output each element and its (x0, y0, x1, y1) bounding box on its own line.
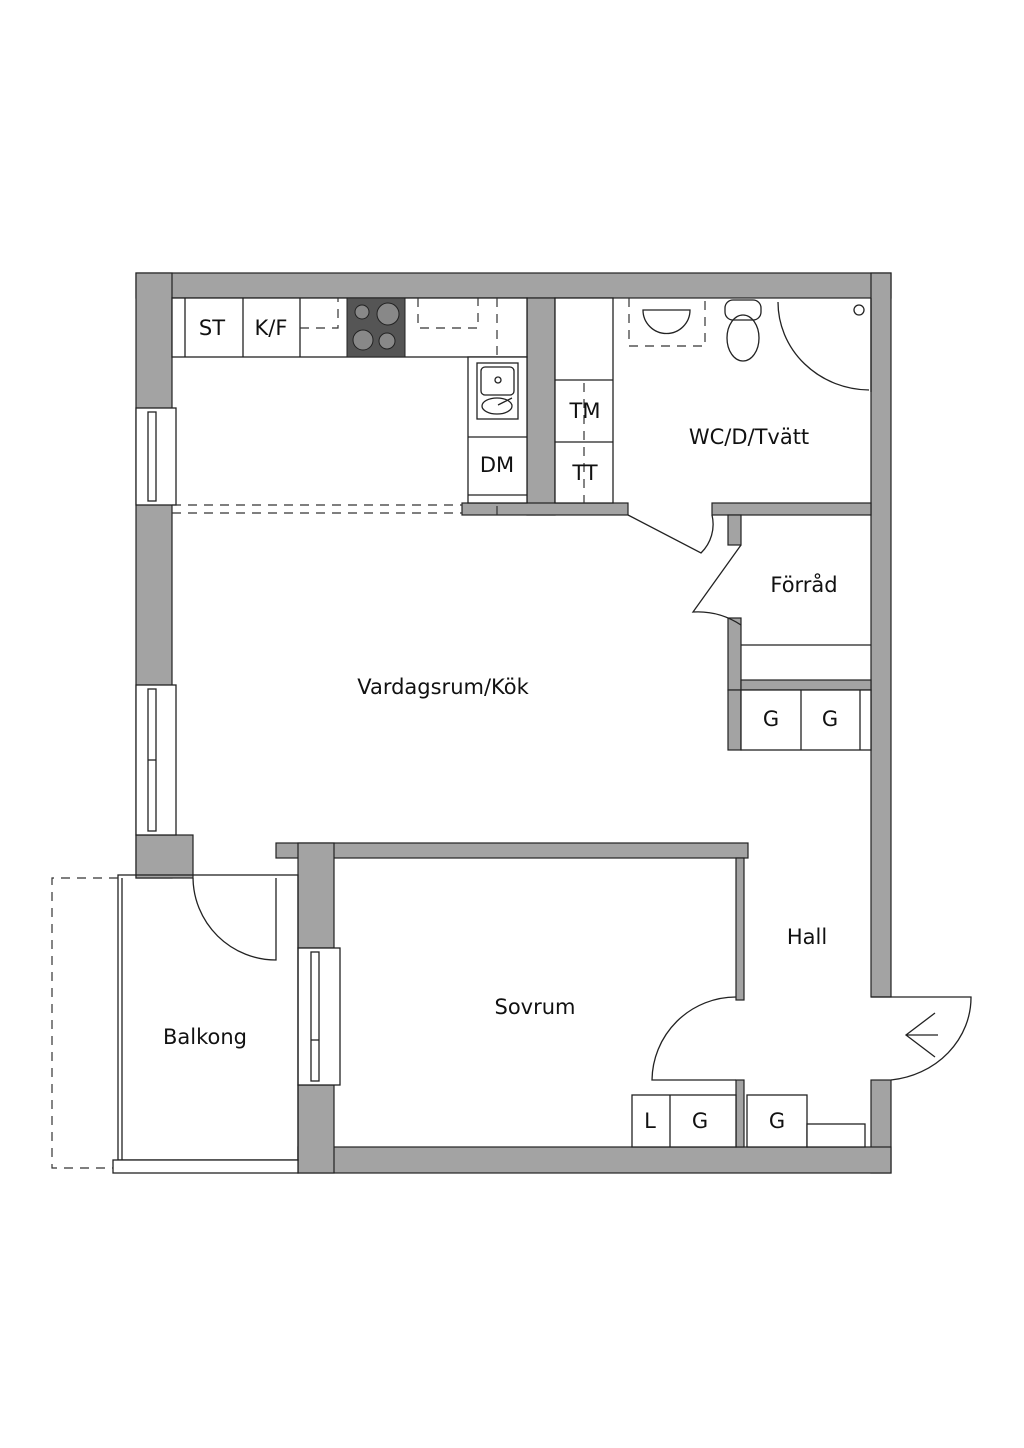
bedroom-door (651, 996, 737, 1081)
room-label-bedroom: Sovrum (494, 995, 575, 1019)
label-wardrobe: G (692, 1109, 708, 1133)
label-tt: TT (571, 461, 597, 485)
label-tm: TM (569, 399, 601, 423)
toilet-icon (724, 299, 762, 321)
sink-icon (476, 362, 519, 420)
bathroom-door (627, 514, 714, 554)
label-linen: L (644, 1109, 656, 1133)
washbasin-icon (642, 309, 691, 335)
balcony (51, 874, 299, 1174)
entrance-door (871, 996, 972, 1081)
storage-fixtures (631, 644, 872, 1148)
label-st: ST (199, 316, 225, 340)
shower-icon (777, 298, 872, 392)
windows (135, 407, 341, 1086)
room-label-hall: Hall (787, 925, 827, 949)
label-kf: K/F (255, 316, 288, 340)
label-wardrobe: G (769, 1109, 785, 1133)
entrance-arrow-icon (904, 1012, 938, 1058)
bathroom-fixtures (554, 297, 872, 504)
room-label-storage: Förråd (770, 572, 837, 597)
balcony-door (192, 877, 277, 961)
room-label-living-kitchen: Vardagsrum/Kök (357, 675, 529, 699)
kitchen-counter (171, 297, 528, 515)
room-label-balcony: Balkong (163, 1025, 247, 1049)
label-dm: DM (480, 453, 514, 477)
doors (192, 514, 972, 1081)
room-label-bathroom: WC/D/Tvätt (689, 425, 809, 449)
label-wardrobe: G (822, 707, 838, 731)
storage-door (691, 544, 742, 626)
label-wardrobe: G (763, 707, 779, 731)
